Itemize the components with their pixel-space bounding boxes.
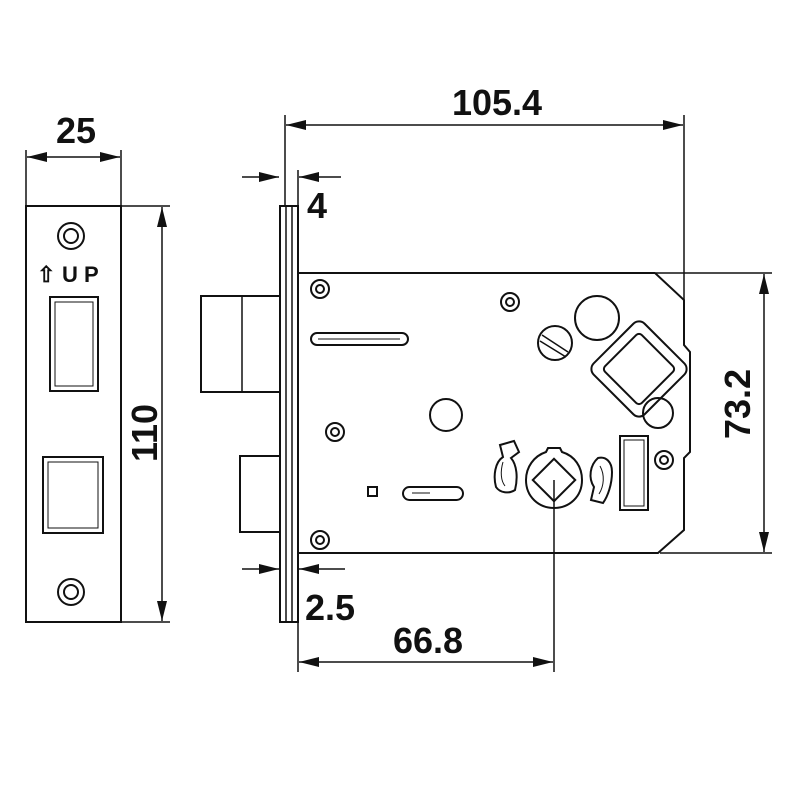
plate-thickness-dimension xyxy=(242,554,345,672)
lever-right xyxy=(589,456,614,505)
dead-bolt xyxy=(239,455,281,533)
case-screw-bottom-left xyxy=(310,530,330,550)
latch-bolt xyxy=(200,295,281,393)
case-screw-right xyxy=(654,450,674,470)
faceplate-outline xyxy=(25,205,122,623)
bottom-screw-hole xyxy=(57,578,85,606)
rect-block xyxy=(619,435,649,511)
lock-body-side-view xyxy=(200,205,691,623)
small-square-hole xyxy=(367,486,378,497)
round-hole-lower xyxy=(642,397,674,429)
upper-slot xyxy=(310,332,409,346)
faceplate-width-label: 25 xyxy=(56,110,96,151)
case-height-label: 73.2 xyxy=(717,369,758,439)
up-arrow-icon: ⇧ xyxy=(37,262,55,287)
latch-opening xyxy=(49,296,99,392)
faceplate-front-view: ⇧ U P xyxy=(25,205,122,623)
backset-label: 66.8 xyxy=(393,620,463,661)
faceplate-height-dimension xyxy=(122,205,170,623)
lock-case xyxy=(297,272,691,554)
faceplate-width-dimension xyxy=(25,150,122,205)
case-height-dimension xyxy=(656,272,772,554)
slotted-screw xyxy=(537,325,573,361)
bolt-opening xyxy=(42,456,104,534)
lower-slot xyxy=(402,486,464,501)
faceplate-height-label: 110 xyxy=(124,404,165,462)
backset-dimension xyxy=(299,480,555,672)
overall-length-label: 105.4 xyxy=(452,82,542,123)
forend-plate xyxy=(279,205,299,623)
case-screw-top xyxy=(500,292,520,312)
up-label: U P xyxy=(62,262,99,287)
square-follower xyxy=(590,320,688,418)
overall-length-dimension xyxy=(284,115,685,300)
plate-thickness-label: 2.5 xyxy=(305,587,355,628)
case-screw-top-left xyxy=(310,279,330,299)
forend-thickness-label: 4 xyxy=(307,185,327,226)
top-screw-hole xyxy=(57,222,85,250)
up-label-group: ⇧ U P xyxy=(37,262,99,287)
center-pivot-hole xyxy=(429,398,463,432)
forend-thickness-dimension xyxy=(242,170,341,205)
round-hole-upper xyxy=(574,295,620,341)
lever-left xyxy=(493,439,521,494)
case-screw-middle xyxy=(325,422,345,442)
